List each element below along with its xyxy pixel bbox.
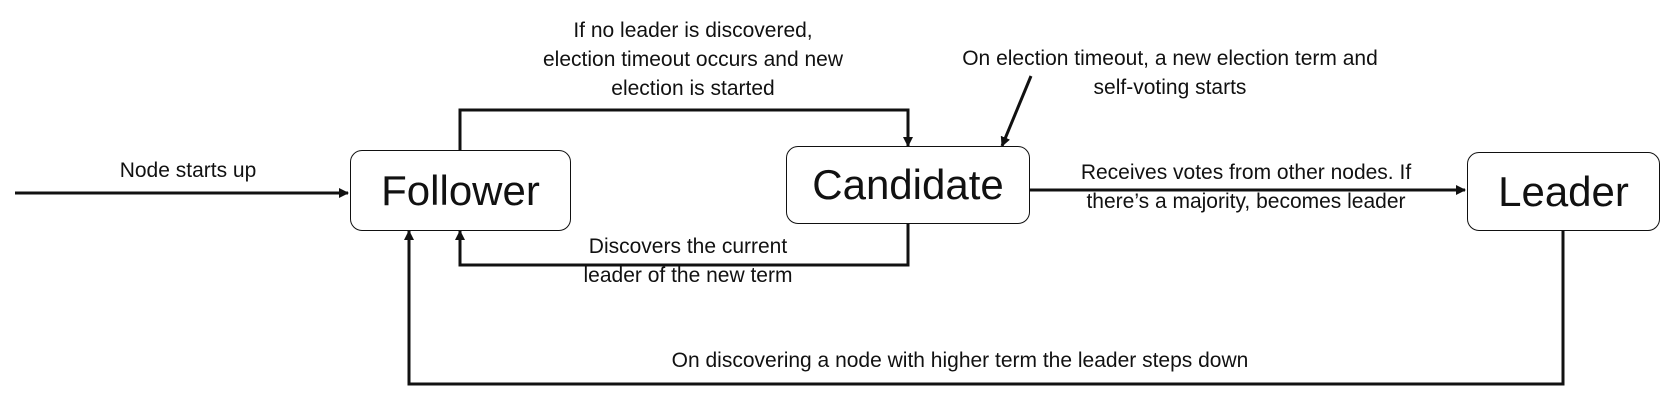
discovers-leader-label-line: Discovers the current <box>588 235 788 258</box>
leader-state: Leader <box>1467 152 1660 231</box>
leader-steps-down-arrow <box>404 230 1565 386</box>
majority-votes-label-line: Receives votes from other nodes. If <box>1080 161 1412 184</box>
leader-state-label: Leader <box>1498 167 1629 215</box>
leader-steps-down-label-line: On discovering a node with higher term t… <box>671 349 1249 372</box>
election-timeout-arrow <box>458 108 913 150</box>
election-timeout-label-line: election is started <box>611 77 775 100</box>
self-vote-label-line: self-voting starts <box>1093 76 1247 99</box>
election-timeout-label-line: If no leader is discovered, <box>573 19 813 42</box>
self-vote-pointer-arrow <box>1000 75 1033 147</box>
self-vote-label: On election timeout, a new election term… <box>920 44 1420 102</box>
candidate-state: Candidate <box>786 146 1030 224</box>
discovers-leader-arrow <box>455 224 910 267</box>
startup-label-line: Node starts up <box>119 159 257 182</box>
follower-state: Follower <box>350 150 571 231</box>
discovers-leader-label: Discovers the current leader of the new … <box>538 232 838 290</box>
leader-steps-down-label: On discovering a node with higher term t… <box>600 346 1320 375</box>
election-timeout-label-line: election timeout occurs and new <box>543 48 843 71</box>
self-vote-label-line: On election timeout, a new election term… <box>962 47 1378 70</box>
majority-votes-label: Receives votes from other nodes. If ther… <box>1030 158 1462 216</box>
majority-votes-label-line: there’s a majority, becomes leader <box>1086 190 1406 213</box>
election-timeout-label: If no leader is discovered, election tim… <box>483 16 903 103</box>
discovers-leader-label-line: leader of the new term <box>583 264 793 287</box>
candidate-state-label: Candidate <box>812 161 1004 208</box>
follower-state-label: Follower <box>381 166 540 214</box>
startup-label: Node starts up <box>88 156 288 185</box>
